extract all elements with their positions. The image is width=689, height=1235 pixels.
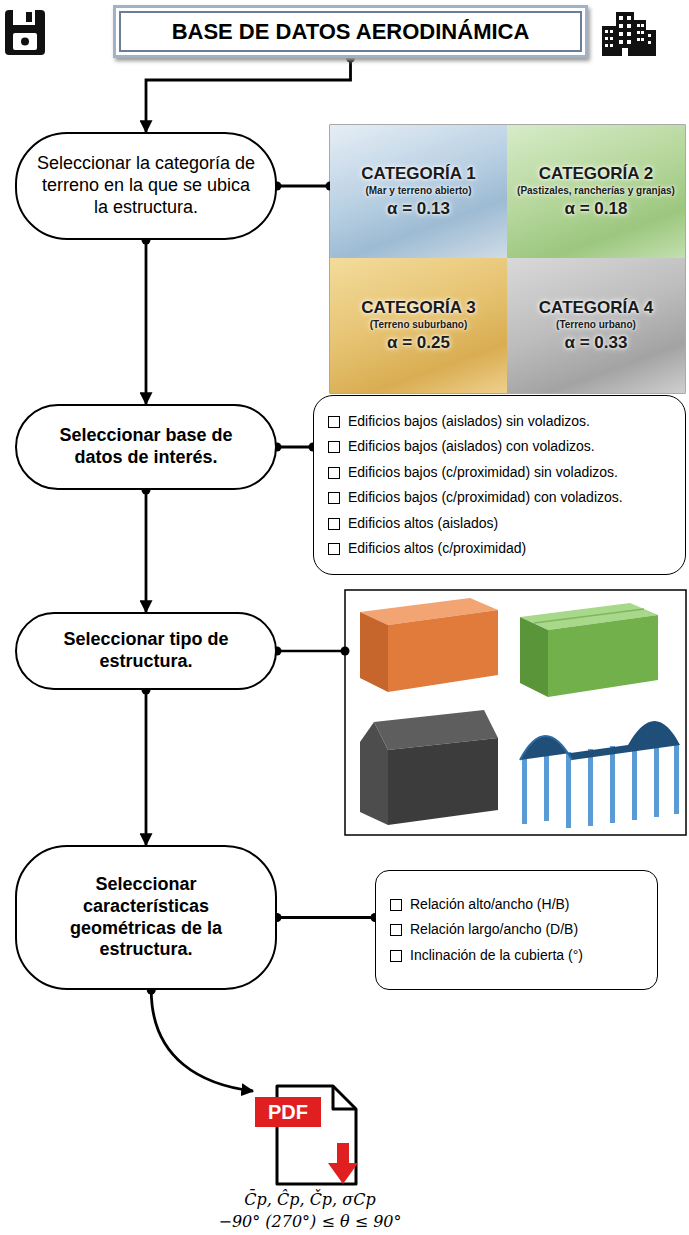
- process-pill: Seleccionar base de datos de interés.: [15, 404, 277, 490]
- terrain-category: CATEGORÍA 3(Terreno suburbano) α = 0.25: [330, 258, 507, 393]
- node-text: Edificios bajos (aislados) sin voladizos…: [328, 413, 590, 431]
- node-text: Relación alto/ancho (H/B): [390, 896, 570, 914]
- node-text: (Terreno urbano): [556, 319, 636, 330]
- node-text: (Pastizales, rancherías y granjas): [517, 185, 675, 196]
- panel-frame: [330, 125, 685, 393]
- node-text: Edificios bajos (c/proximidad) con volad…: [328, 489, 623, 507]
- option-list: Edificios bajos (aislados) sin voladizos…: [313, 395, 686, 575]
- process-pill: Seleccionar la categoría de terreno en l…: [15, 132, 277, 240]
- node-text: PDF: [255, 1097, 321, 1127]
- node-text: Inclinación de la cubierta (°): [390, 947, 583, 965]
- node-text: Edificios bajos (c/proximidad) sin volad…: [328, 464, 618, 482]
- node-text: Edificios altos (c/proximidad): [328, 540, 526, 558]
- formula-label: C̄p, Ĉp, Čp, σCp: [160, 1190, 460, 1209]
- node-text: CATEGORÍA 2: [539, 164, 653, 184]
- node-text: Edificios altos (aislados): [328, 515, 498, 533]
- node-text: (Mar y terreno abierto): [365, 185, 471, 196]
- connector: [145, 490, 148, 612]
- node-text: (Terreno suburbano): [370, 319, 468, 330]
- node-text: BASE DE DATOS AERODINÁMICA: [172, 19, 530, 45]
- structure-types-figure: [345, 590, 686, 835]
- floppy-icon: [5, 10, 45, 55]
- pdf-icon: PDF: [255, 1083, 370, 1187]
- node-text: Seleccionar características geométricas …: [33, 874, 259, 962]
- node-text: Edificios bajos (aislados) con voladizos…: [328, 438, 595, 456]
- formula-label: −90° (270°) ≤ θ ≤ 90°: [160, 1212, 460, 1231]
- node-text: CATEGORÍA 1: [361, 164, 475, 184]
- terrain-category: CATEGORÍA 1(Mar y terreno abierto) α = 0.…: [330, 125, 507, 258]
- node-text: Seleccionar la categoría de terreno en l…: [33, 153, 259, 219]
- connector: [151, 990, 253, 1091]
- node-text: Seleccionar base de datos de interés.: [33, 425, 259, 469]
- node-text: Relación largo/ancho (D/B): [390, 921, 578, 939]
- terrain-category: CATEGORÍA 4(Terreno urbano) α = 0.33: [507, 258, 685, 393]
- connector: [277, 916, 375, 919]
- node-text: α = 0.33: [565, 333, 628, 353]
- node-text: CATEGORÍA 4: [539, 298, 653, 318]
- leader-line: [273, 647, 350, 656]
- node-text: α = 0.18: [565, 199, 628, 219]
- process-pill: Seleccionar características geométricas …: [15, 845, 277, 990]
- connector: [145, 240, 148, 404]
- title-box: BASE DE DATOS AERODINÁMICA: [113, 5, 588, 58]
- process-pill: Seleccionar tipo de estructura.: [15, 612, 277, 690]
- connector: [146, 58, 351, 132]
- node-text: α = 0.25: [387, 333, 450, 353]
- connector: [277, 446, 313, 449]
- connector: [277, 185, 330, 188]
- option-list: Relación alto/ancho (H/B) Relación largo/…: [375, 870, 658, 990]
- node-text: Seleccionar tipo de estructura.: [33, 629, 259, 673]
- node-text: CATEGORÍA 3: [361, 298, 475, 318]
- node-text: α = 0.13: [387, 199, 450, 219]
- terrain-category: CATEGORÍA 2(Pastizales, rancherías y gra…: [507, 125, 685, 258]
- buildings-icon: [602, 12, 656, 56]
- connector: [145, 690, 148, 845]
